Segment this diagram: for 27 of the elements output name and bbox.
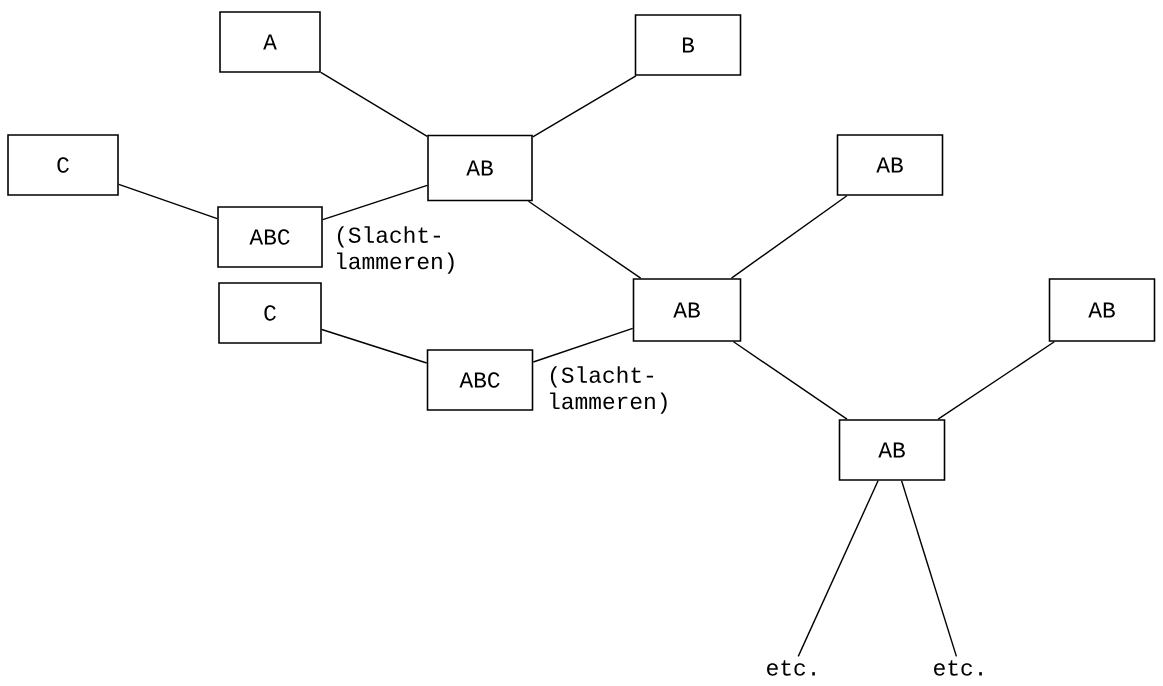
process-box: C xyxy=(7,134,119,196)
connector-line xyxy=(321,328,428,364)
process-box: B xyxy=(634,14,742,76)
process-box: AB xyxy=(427,134,533,202)
connector-line xyxy=(322,184,428,221)
end-label: etc. xyxy=(934,660,982,676)
process-box: A xyxy=(219,11,321,73)
connector-line xyxy=(532,327,634,363)
process-box: AB xyxy=(838,419,946,481)
process-box: C xyxy=(218,282,322,344)
connector-line xyxy=(527,200,642,279)
connector-line xyxy=(320,71,428,138)
connector-line xyxy=(900,480,958,658)
connector-line xyxy=(797,480,879,658)
process-box: AB xyxy=(632,278,742,342)
connector-line xyxy=(937,341,1056,420)
side-note: (Slacht- lammeren) xyxy=(337,226,454,274)
connector-line xyxy=(532,75,637,138)
process-box: ABC xyxy=(217,206,323,268)
connector-line xyxy=(118,183,218,220)
end-label: etc. xyxy=(767,660,815,676)
connector-line xyxy=(732,341,848,420)
connector-line xyxy=(730,195,848,279)
process-box: AB xyxy=(1048,278,1156,342)
process-box: AB xyxy=(836,134,944,196)
process-box: ABC xyxy=(426,349,534,411)
side-note: (Slacht- lammeren) xyxy=(550,366,667,414)
